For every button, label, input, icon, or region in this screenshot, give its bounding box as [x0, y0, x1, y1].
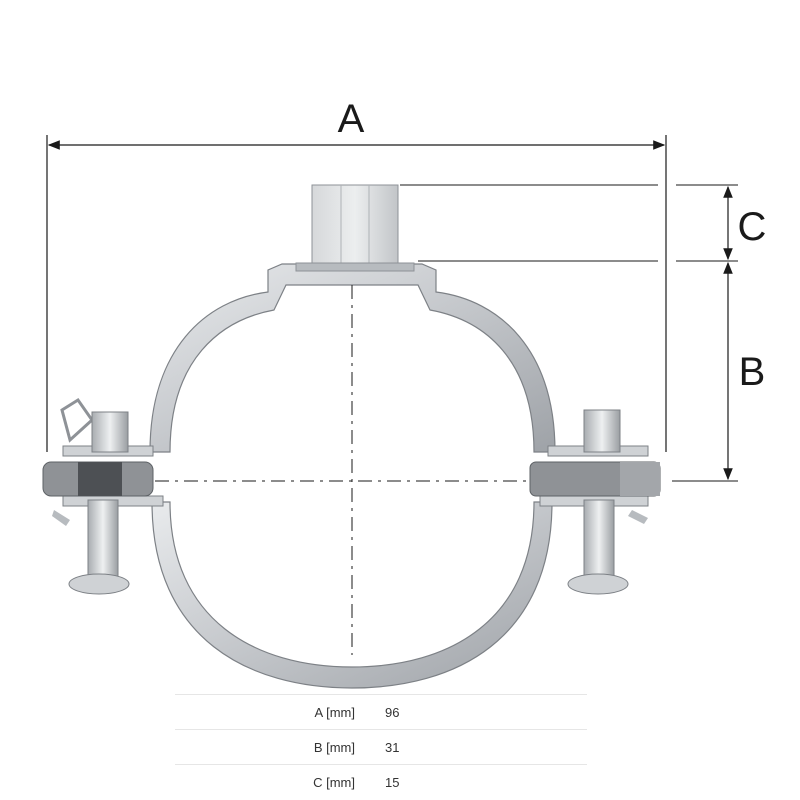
spec-table: A [mm] 96 B [mm] 31 C [mm] 15 [175, 694, 587, 800]
right-hinge [529, 461, 661, 497]
left-screw [52, 411, 130, 595]
dimension-a: A [46, 97, 667, 452]
spec-label: C [mm] [313, 774, 355, 790]
spec-label: A [mm] [314, 704, 355, 720]
spec-row: B [mm] 31 [175, 729, 587, 765]
spec-row: C [mm] 15 [175, 764, 587, 800]
top-hex-nut [295, 184, 415, 272]
spec-label: B [mm] [313, 739, 355, 755]
spec-row: A [mm] 96 [175, 694, 587, 730]
spec-value: 15 [385, 774, 400, 790]
dimension-b-label: B [739, 350, 766, 394]
center-lines [155, 285, 530, 655]
dimension-c-label: C [738, 205, 767, 249]
spec-value: 96 [385, 704, 400, 720]
dimension-a-label: A [338, 97, 365, 141]
left-hinge [42, 397, 154, 497]
dimension-b: B [672, 261, 766, 482]
right-screw [567, 409, 648, 595]
spec-value: 31 [385, 739, 400, 755]
dimension-c: C [400, 184, 767, 262]
